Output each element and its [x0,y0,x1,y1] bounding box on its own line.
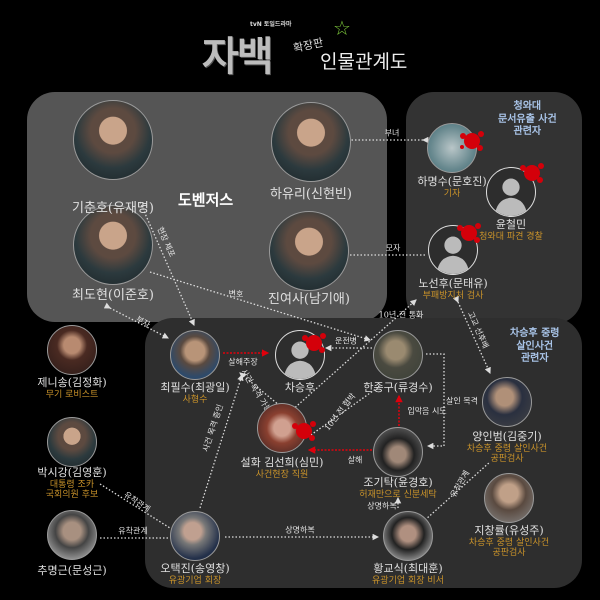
character-chumyunggeun: 추명근(문성근) [37,564,107,577]
edge-label-collusion-2: 유착관계 [118,526,148,536]
portrait-chaseunghu-silhouette[interactable] [275,330,325,380]
edge-label-driver: 운전병 [334,336,358,346]
portrait-yoonchulmin-silhouette[interactable] [486,167,536,217]
character-hamyungsu: 하명수(문호진)기자 [417,175,487,199]
edge-possible-witness [239,372,286,411]
edge-label-murder: 살해 [347,455,363,465]
portrait-parksigang[interactable] [47,417,97,467]
edge-father-son [103,302,169,339]
edge-label-call-10yrs: 10년 전 통화 [378,310,424,320]
edge-school-seniority [452,295,491,374]
edge-label-father-daughter: 부녀 [384,128,400,138]
character-jenisong: 제니송(김정화)무기 로비스트 [37,376,107,400]
character-nosunhu: 노선후(문태유)부패방지처 검사 [418,277,488,301]
edge-label-witness-murder: 살인 목격 [446,396,478,406]
portrait-jichangryul[interactable] [484,473,534,523]
portrait-choidohyun[interactable] [73,205,153,285]
character-hwanggyosik: 황교식(최대훈)유광기업 회장 비서 [372,562,444,586]
portrait-hwanggyosik[interactable] [383,511,433,561]
character-choipilsu: 최필수(최광일)사형수 [160,381,230,405]
character-chaseunghu: 차승후 [284,381,316,394]
edge-witness-murder [426,353,445,450]
portrait-jinyeosa[interactable] [269,211,349,291]
edge-label-mother-son: 모자 [385,243,401,253]
edge-threat-10yrs [307,385,381,438]
star-icon: ☆ [333,16,351,40]
portrait-hayuri[interactable] [271,102,351,182]
character-seolhwa: 설화 김선희(심민)사건현장 직원 [240,456,324,480]
portrait-chumyunggeun[interactable] [47,510,97,560]
character-jogitak: 조기탁(윤경호)허재만으로 신분세탁 [359,476,437,500]
character-jinyeosa: 진여사(남기애) [268,292,350,307]
character-hayuri: 하유리(신현빈) [270,187,352,202]
dovengers-label: 도벤저스 [178,191,234,209]
subtitle: 인물관계도 [320,51,408,73]
portrait-choipilsu[interactable] [170,330,220,380]
portrait-hamyungsu[interactable] [427,123,477,173]
portrait-seolhwa[interactable] [257,403,307,453]
edge-arrest [139,201,195,326]
portrait-nosunhu-silhouette[interactable] [428,225,478,275]
portrait-jenisong[interactable] [47,325,97,375]
edge-label-hierarchy-1: 상명하복 [285,525,315,535]
portrait-jogitak[interactable] [373,427,423,477]
portrait-ohtaekjin[interactable] [170,511,220,561]
network-logo: tvN 토일드라마 [250,21,292,28]
edge-label-silence-attempt: 입막음 시도 [407,406,447,416]
edge-collusion-3 [424,461,491,521]
character-hanjonggu: 한종구(류경수) [363,381,433,394]
edge-call-10yrs [289,299,417,413]
show-title-logo: 자백 [202,34,274,80]
chaseunghu-case-group-label: 차승후 중령 살인사건 관련자 [510,328,560,364]
portrait-kichunho[interactable] [73,100,153,180]
bluehouse-group-label: 청와대 문서유출 사건 관련자 [498,101,557,137]
character-ohtaekjin: 오택진(송영창)유광기업 회장 [160,562,230,586]
edge-label-hierarchy-2: 상명하복 [367,501,397,511]
character-kichunho: 기춘호(유재명) [72,201,154,216]
portrait-yanginbum[interactable] [482,377,532,427]
edge-eyewitness [199,373,244,509]
character-choidohyun: 최도현(이준호) [72,288,154,303]
edge-label-murder-claim: 살해주장 [228,357,258,367]
portrait-hanjonggu[interactable] [373,330,423,380]
edge-label-defense: 변호 [228,289,244,299]
